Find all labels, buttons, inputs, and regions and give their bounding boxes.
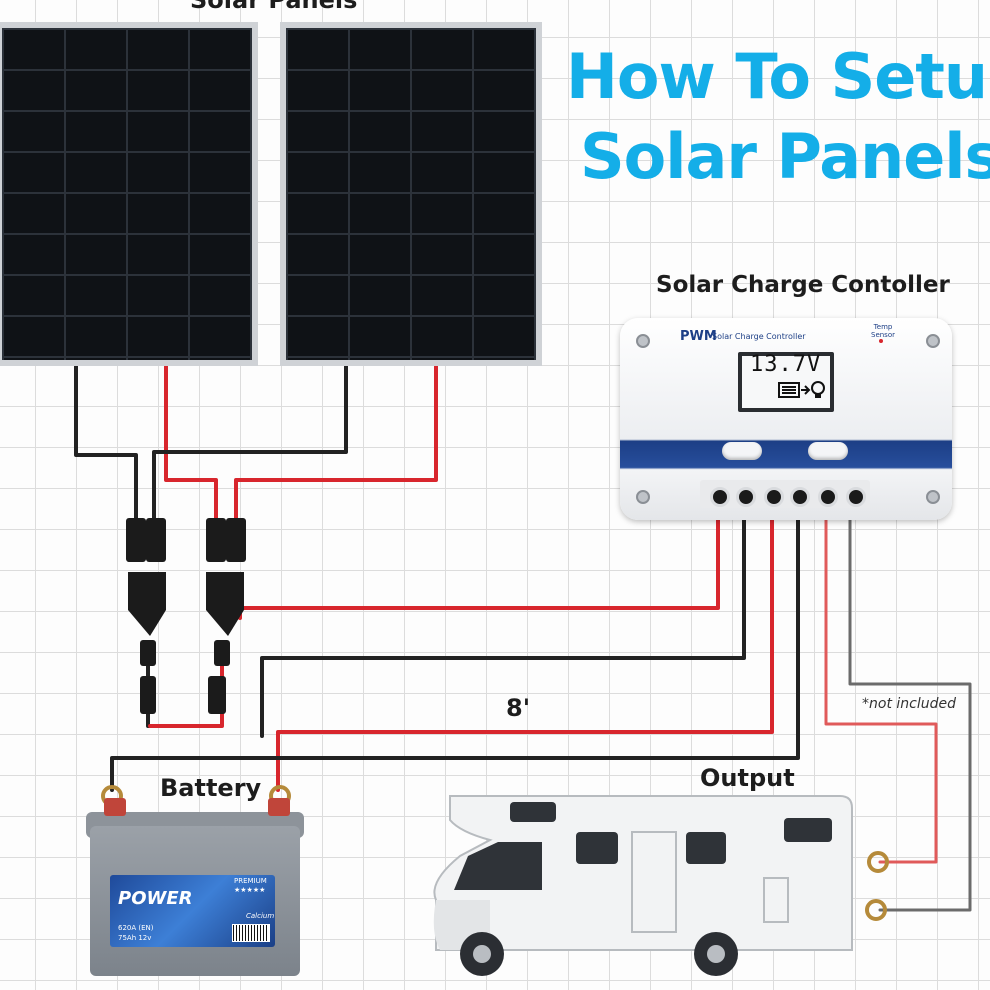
arrow-right-icon: [801, 385, 811, 395]
terminal-bat-positive: [764, 487, 784, 507]
terminal-load-positive: [818, 487, 838, 507]
lcd-voltage: 13.7V: [750, 352, 822, 377]
battery-negative-run: [110, 518, 800, 792]
controller-button-left[interactable]: [722, 442, 762, 460]
terminal-pv-positive: [710, 487, 730, 507]
solar-panel-2: [280, 22, 542, 366]
battery-negative-post: [104, 798, 126, 816]
charge-controller-label: Solar Charge Contoller: [656, 272, 950, 298]
controller-button-right[interactable]: [808, 442, 848, 460]
battery-premium: PREMIUM: [234, 877, 267, 885]
output-label: Output: [700, 764, 795, 792]
battery-type: Calcium: [246, 912, 275, 920]
lcd-icons: [778, 381, 825, 398]
output-positive-wire: [824, 518, 938, 864]
battery-barcode: [232, 924, 270, 942]
title-line-2: Solar Panels: [580, 120, 990, 193]
temp-sensor-label: Temp Sensor: [871, 323, 895, 339]
distance-label: 8': [506, 694, 531, 722]
pv-positive-run: [238, 518, 720, 620]
battery-spec-1: 620A (EN): [118, 924, 154, 932]
terminal-pv-negative: [736, 487, 756, 507]
solar-panels-label: Solar Panels: [190, 0, 358, 14]
screw-icon: [636, 334, 650, 348]
title-line-1: How To Setup: [566, 40, 990, 113]
mc4-connectors: [126, 518, 246, 714]
controller-brand: PWM: [680, 329, 717, 344]
panel1-positive-wire: [164, 360, 218, 522]
not-included-label: *not included: [862, 696, 956, 712]
battery-icon: [778, 382, 800, 398]
battery-positive-post: [268, 798, 290, 816]
solar-panel-1: [0, 22, 258, 366]
terminal-load-negative: [846, 487, 866, 507]
screw-icon: [926, 334, 940, 348]
temp-sensor-led: [879, 339, 883, 343]
panel1-negative-wire: [74, 360, 138, 522]
pv-negative-run: [260, 518, 746, 738]
combined-negative-wire: [146, 658, 218, 728]
controller-model: Solar Charge Controller: [712, 332, 806, 341]
battery-brand: POWER: [118, 888, 193, 909]
battery-stars: ★★★★★: [234, 886, 266, 894]
terminal-bat-negative: [790, 487, 810, 507]
battery-spec-2: 75Ah 12v: [118, 934, 152, 942]
rv-illustration: [433, 795, 853, 976]
battery-label: Battery: [160, 774, 262, 802]
output-negative-wire: [848, 518, 972, 912]
screw-icon: [636, 490, 650, 504]
panel2-positive-wire: [234, 360, 438, 522]
battery-positive-run: [276, 518, 774, 792]
panel2-negative-wire: [152, 360, 348, 522]
screw-icon: [926, 490, 940, 504]
bulb-icon: [811, 381, 825, 398]
